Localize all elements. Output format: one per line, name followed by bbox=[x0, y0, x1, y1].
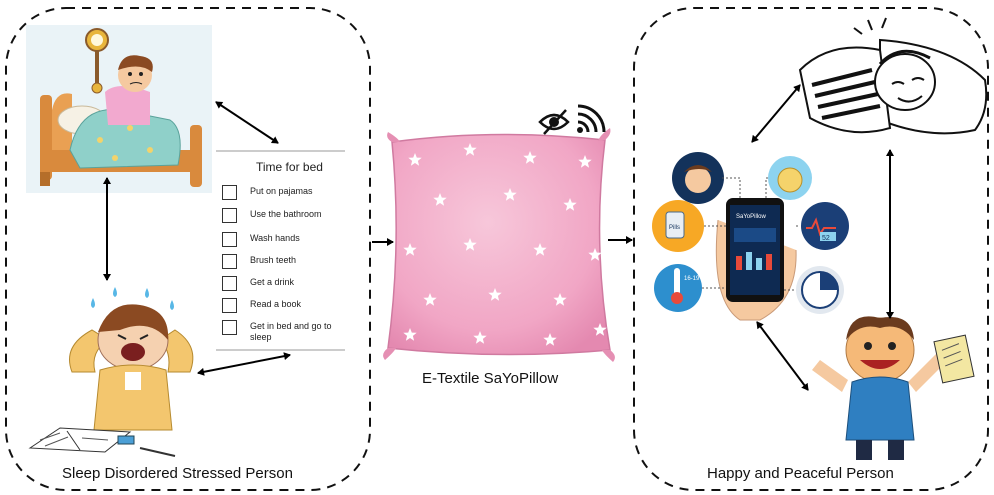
pillow-star bbox=[588, 248, 602, 261]
arrow-bed-to-checklist bbox=[215, 101, 279, 144]
checklist-item-label: Use the bathroom bbox=[250, 209, 322, 219]
pillow-star bbox=[433, 193, 447, 206]
checkbox[interactable] bbox=[222, 254, 237, 269]
pillow-star bbox=[408, 153, 422, 166]
pillow-star bbox=[563, 198, 577, 211]
checklist-title: Time for bed bbox=[256, 160, 323, 174]
pillow-star bbox=[523, 151, 537, 164]
peacefully-sleeping-man-illustration bbox=[798, 17, 988, 135]
checkbox[interactable] bbox=[222, 232, 237, 247]
checkbox[interactable] bbox=[222, 185, 237, 200]
left-panel-caption: Sleep Disordered Stressed Person bbox=[62, 465, 293, 482]
wireless-signal-icon bbox=[577, 104, 606, 133]
checklist-item: Put on pajamas bbox=[222, 185, 348, 203]
pillow-star bbox=[473, 331, 487, 344]
checklist-item-label: Read a book bbox=[250, 299, 302, 309]
checklist-item-label: Put on pajamas bbox=[250, 186, 313, 196]
pillow-star bbox=[593, 323, 607, 336]
checkbox[interactable] bbox=[222, 298, 237, 313]
arrow-infographic-to-sleeping bbox=[751, 84, 801, 143]
checklist-item-label: Get in bed and go to sleep bbox=[250, 321, 332, 342]
pillow-star bbox=[503, 188, 517, 201]
checkbox[interactable] bbox=[222, 320, 237, 335]
left-panel-border bbox=[5, 7, 371, 491]
checkbox[interactable] bbox=[222, 208, 237, 223]
sleep-app-infographic: Pills 16-19° 52 SaYoPillow bbox=[652, 152, 849, 321]
pillow-star bbox=[553, 293, 567, 306]
app-title: SaYoPillow bbox=[736, 214, 766, 220]
checklist-item-label: Get a drink bbox=[250, 277, 295, 287]
privacy-eye-slash-icon bbox=[538, 109, 570, 135]
right-panel-border bbox=[633, 7, 989, 491]
pillow-star bbox=[578, 155, 592, 168]
pillow-star bbox=[403, 328, 417, 341]
pillow-star bbox=[488, 288, 502, 301]
checklist-item-label: Brush teeth bbox=[250, 255, 297, 265]
pillow-star bbox=[423, 293, 437, 306]
sleepless-child-in-bed-illustration bbox=[26, 25, 212, 193]
pillow-caption: E-Textile SaYoPillow bbox=[422, 370, 559, 387]
checklist-item: Get in bed and go to sleep bbox=[222, 320, 348, 342]
happy-man-with-paper-illustration bbox=[812, 316, 975, 460]
checklist-item: Wash hands bbox=[222, 232, 348, 250]
temperature-label: 16-19° bbox=[684, 276, 702, 282]
checklist-item-label: Wash hands bbox=[250, 233, 300, 243]
pillow-star bbox=[543, 333, 557, 346]
arrow-stressed-to-checklist bbox=[197, 352, 291, 376]
arrow-infographic-to-happy bbox=[756, 321, 809, 391]
checkbox[interactable] bbox=[222, 276, 237, 291]
heart-rate-value: 52 bbox=[822, 235, 830, 242]
pills-label: Pills bbox=[669, 225, 680, 231]
pillow-star bbox=[463, 238, 477, 251]
pillow-star bbox=[463, 143, 477, 156]
stressed-person-illustration bbox=[28, 287, 194, 457]
checklist-item: Read a book bbox=[222, 298, 348, 316]
pillow-star bbox=[403, 243, 417, 256]
checklist-item: Brush teeth bbox=[222, 254, 348, 272]
right-panel-caption: Happy and Peaceful Person bbox=[707, 465, 894, 482]
pillow-star bbox=[533, 243, 547, 256]
e-textile-pillow-illustration bbox=[383, 128, 615, 362]
checklist-item: Use the bathroom bbox=[222, 208, 348, 226]
checklist-item: Get a drink bbox=[222, 276, 348, 294]
